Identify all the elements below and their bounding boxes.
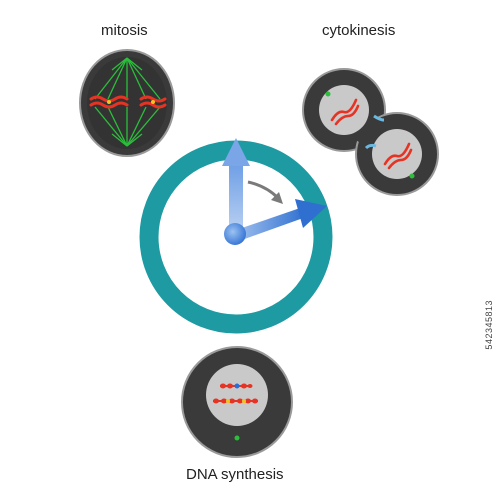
mitosis-cell (79, 49, 175, 157)
label-mitosis: mitosis (101, 22, 148, 39)
clock-hub (224, 223, 246, 245)
cytokinesis-cells (302, 68, 439, 196)
spindle-fibers (94, 57, 161, 147)
clock-hand-right (236, 199, 327, 241)
label-cytokinesis: cytokinesis (322, 22, 396, 39)
rotation-arrow (247, 180, 280, 200)
rotation-arrowhead (271, 192, 283, 204)
dna-synthesis-nucleus (206, 364, 268, 426)
clock-hand-vertical (222, 138, 250, 234)
daughter-nucleus-bottom (372, 129, 422, 179)
daughter-nucleus-top (319, 85, 369, 135)
clock (139, 138, 333, 334)
daughter-chromosomes (330, 98, 413, 170)
mitosis-cell-interior (87, 57, 167, 149)
label-dna-synthesis: DNA synthesis (186, 466, 284, 483)
dna-synthesis-cell (181, 346, 293, 458)
mitosis-chromosomes (89, 95, 167, 109)
